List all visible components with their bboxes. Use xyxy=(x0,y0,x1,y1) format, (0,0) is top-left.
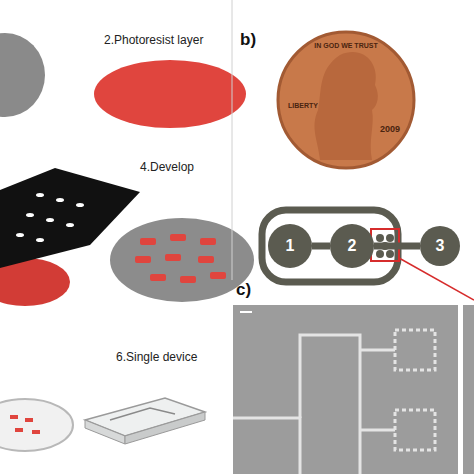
penny xyxy=(278,32,414,168)
micrograph xyxy=(463,305,474,474)
port-number: 1 xyxy=(286,237,295,255)
channel-connector xyxy=(374,243,420,250)
chip-side xyxy=(125,412,205,444)
coin-inscription: LIBERTY xyxy=(288,102,318,109)
coin-inscription: IN GOD WE TRUST xyxy=(314,42,377,49)
dish-patterns xyxy=(10,415,40,434)
panel-divider xyxy=(232,0,233,280)
step-label: 2.Photoresist layer xyxy=(104,33,203,47)
panel-letter: c) xyxy=(236,280,251,300)
panel-letter: b) xyxy=(240,30,256,50)
chip-side xyxy=(85,420,125,444)
device-patterns xyxy=(135,234,226,283)
penny-profile xyxy=(315,52,378,160)
trap-loops xyxy=(395,330,435,450)
petri-dish xyxy=(0,399,73,451)
scale-bar xyxy=(240,311,252,313)
mask-holes xyxy=(16,193,84,242)
channel-connector xyxy=(312,243,330,250)
chip-channel xyxy=(110,408,175,420)
port-circle: 3 xyxy=(420,226,460,266)
port-circle: 1 xyxy=(268,224,312,268)
wafer xyxy=(0,33,45,117)
port-number: 3 xyxy=(436,237,445,255)
step-label: 4.Develop xyxy=(140,160,194,174)
micrograph xyxy=(233,305,458,474)
port-number: 2 xyxy=(348,237,357,255)
step-label: 6.Single device xyxy=(116,350,197,364)
micro-channels xyxy=(233,335,395,474)
photoresist-disc xyxy=(94,60,246,128)
coin-inscription: 2009 xyxy=(380,124,400,134)
port-circle: 2 xyxy=(330,224,374,268)
